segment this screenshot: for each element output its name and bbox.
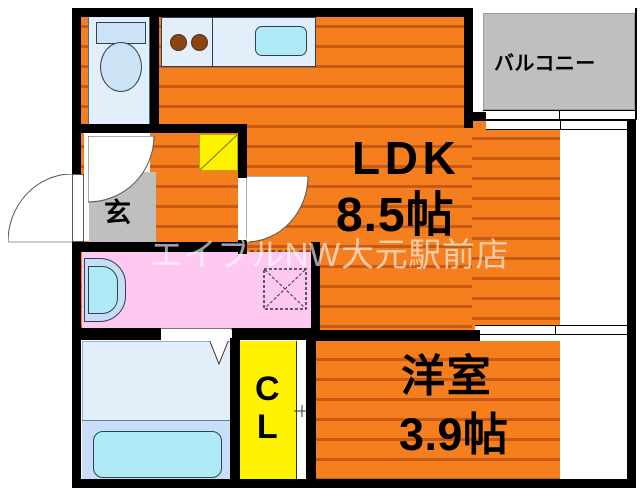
stove-burner-right-icon	[191, 34, 208, 51]
bathroom-doorway[interactable]	[160, 330, 232, 341]
ldk-floor-right	[472, 120, 560, 333]
balcony-window-mullion	[559, 111, 560, 119]
kitchen-sink-icon	[255, 26, 307, 56]
kitchen-counter-divider	[212, 17, 213, 67]
ldk-balcony-window-mullion	[560, 121, 561, 129]
wall-hall-ldk	[238, 124, 247, 178]
ldk-size-label: 8.5帖	[336, 189, 455, 242]
ldk-door-swing-arc	[246, 176, 309, 243]
closet-label-l: L	[256, 408, 280, 447]
closet-cl	[240, 341, 296, 487]
wall-ldk-balcony	[464, 8, 473, 128]
wall-right-balcony-edge	[635, 8, 637, 120]
toilet-bowl-icon	[100, 42, 142, 92]
balcony-label: バルコニー	[494, 53, 596, 75]
wall-toilet-right	[150, 8, 159, 132]
wall-right	[627, 120, 636, 488]
toilet-door-swing-arc	[88, 136, 155, 203]
wall-washroom-bottom	[81, 328, 161, 340]
vanity-basin-icon	[88, 266, 118, 314]
wall-left-upper	[72, 8, 81, 174]
wall-washroom-right	[311, 242, 320, 334]
bedroom-size-label: 3.9帖	[399, 409, 509, 460]
wall-closet-right	[306, 338, 316, 488]
ldk-balcony-window	[486, 120, 634, 130]
bedroom-label: 洋室	[401, 352, 493, 401]
wall-ldk-bedroom	[316, 330, 480, 341]
wall-washroom-top	[81, 242, 247, 252]
closet-label: C L	[240, 370, 296, 446]
closet-label-c: C	[255, 370, 281, 408]
wall-washroom-bottom-right	[232, 328, 320, 340]
bedroom-window	[475, 325, 635, 335]
shoe-box-diagonal-icon	[199, 134, 238, 171]
wall-bottom	[72, 479, 636, 488]
wall-bathroom-right	[230, 338, 240, 488]
wall-left-lower	[72, 242, 81, 488]
balcony	[483, 13, 635, 110]
bedroom-window-mullion	[555, 326, 556, 334]
wall-toilet-bottom	[81, 124, 159, 133]
wall-top	[72, 8, 472, 17]
ldk-door-panel[interactable]	[238, 176, 248, 242]
stove-burner-left-icon	[170, 34, 187, 51]
floor-hatch-ldk-right	[472, 120, 560, 333]
entrance-door-swing-arc	[8, 174, 73, 243]
ldk-label: LDK	[352, 132, 461, 184]
balcony-window	[483, 110, 635, 120]
toilet-tank-icon	[96, 22, 146, 44]
washer-space-icon	[263, 268, 307, 310]
genkan-label: 玄	[104, 198, 133, 228]
wall-balcony-stub	[464, 112, 486, 121]
wall-kitchen-bottom	[150, 124, 246, 133]
bathtub-icon	[93, 431, 222, 478]
entrance-door-panel[interactable]	[72, 174, 84, 242]
